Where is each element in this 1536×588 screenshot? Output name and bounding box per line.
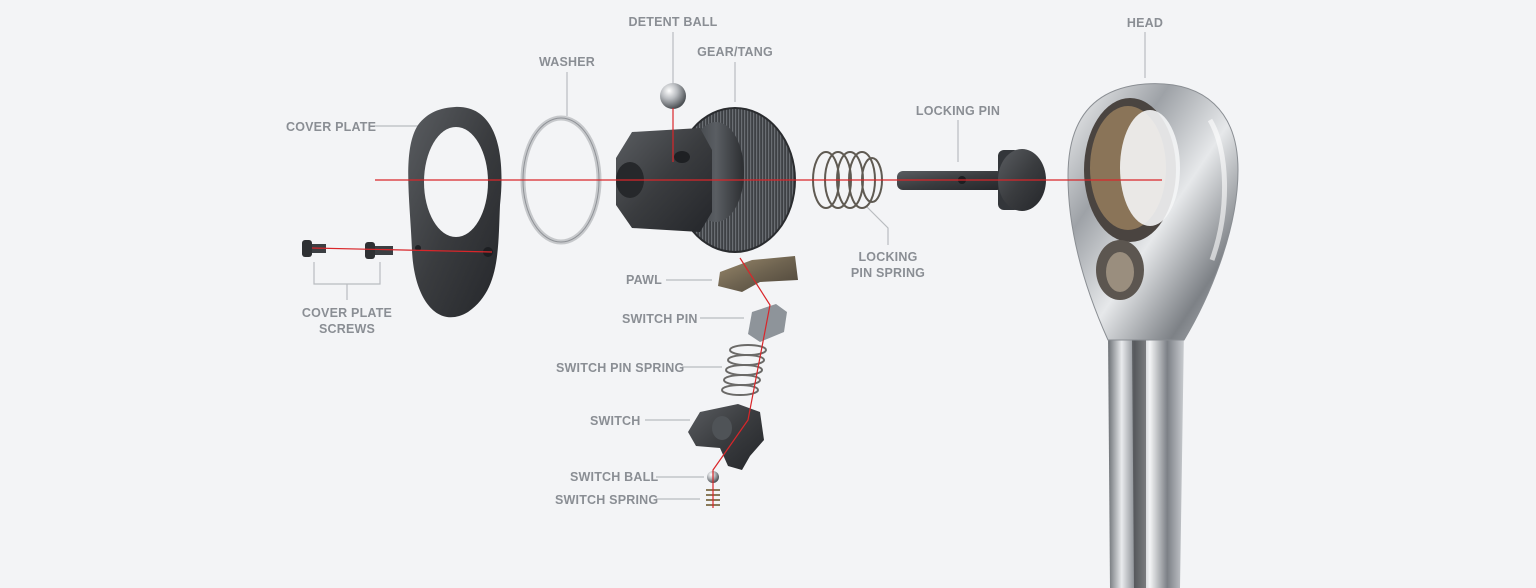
label-pawl: PAWL [626, 273, 662, 287]
switch-pin-part [748, 304, 787, 342]
label-locking-pin-spring: LOCKING PIN SPRING [838, 249, 938, 281]
label-washer: WASHER [538, 55, 596, 69]
assembly-axis-lines [311, 108, 1162, 508]
label-detent-ball: DETENT BALL [628, 15, 718, 29]
detent-ball-part [660, 83, 686, 109]
pawl-part [718, 256, 798, 292]
label-switch-spring: SWITCH SPRING [555, 493, 659, 507]
label-cover-plate-screws-line2: SCREWS [318, 322, 376, 336]
label-switch-pin: SWITCH PIN [622, 312, 698, 326]
label-cover-plate: COVER PLATE [286, 120, 377, 134]
label-locking-pin: LOCKING PIN [915, 104, 1001, 118]
cover-plate-part [408, 106, 502, 318]
label-switch-pin-spring: SWITCH PIN SPRING [556, 361, 685, 375]
switch-part [688, 404, 764, 470]
label-switch-ball: SWITCH BALL [570, 470, 659, 484]
label-cover-plate-screws: COVER PLATE SCREWS [290, 305, 404, 337]
label-locking-pin-spring-line2: PIN SPRING [850, 266, 926, 280]
label-locking-pin-spring-line1: LOCKING [858, 250, 918, 264]
label-gear-tang: GEAR/TANG [697, 45, 773, 59]
leader-lines [313, 32, 1146, 500]
label-switch: SWITCH [590, 414, 641, 428]
label-head: HEAD [1126, 16, 1164, 30]
switch-pin-spring-part [721, 344, 767, 396]
label-cover-plate-screws-line1: COVER PLATE [301, 306, 393, 320]
wrench-head [1067, 83, 1239, 588]
